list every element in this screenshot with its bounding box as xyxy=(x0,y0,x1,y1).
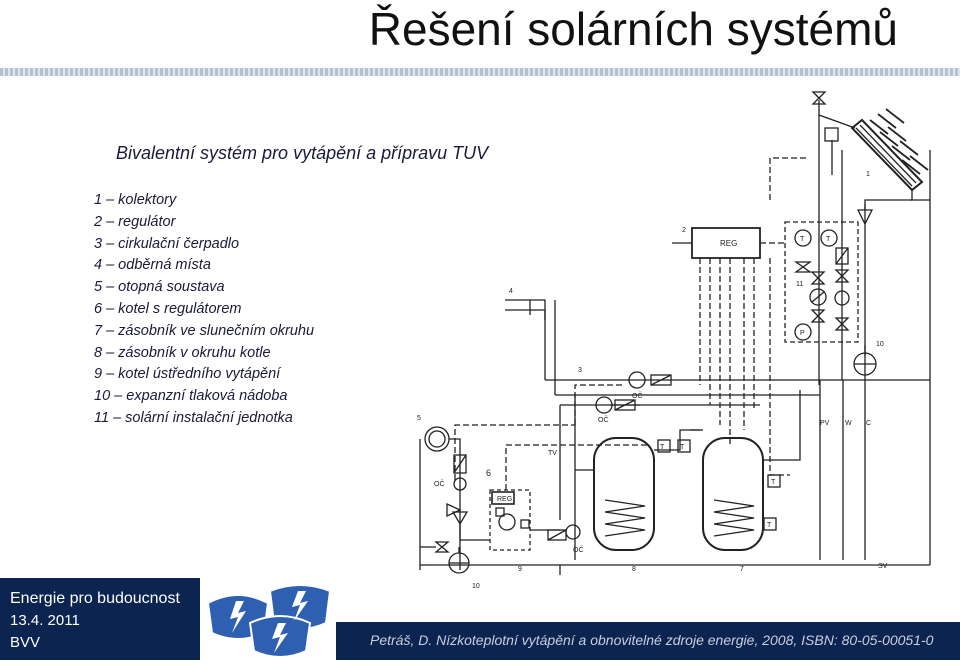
solar-system-schematic: REG REG T T P T T T T OČ OČ OČ OČ TV PV … xyxy=(417,91,931,590)
circulation-pump-icon xyxy=(628,371,646,389)
component-number: 9 xyxy=(518,566,522,573)
pipe-label-pv: PV xyxy=(820,420,830,427)
solar-installation-unit xyxy=(784,221,859,343)
slide-subtitle: Bivalentní systém pro vytápění a příprav… xyxy=(116,143,489,163)
valve-label: OČ xyxy=(632,391,643,400)
footer-event: Energie pro budoucnost xyxy=(10,590,180,607)
component-legend: 1 – kolektory 2 – regulátor 3 – cirkulač… xyxy=(94,190,314,430)
solar-collector xyxy=(850,118,924,192)
sensor-label: T xyxy=(826,236,831,243)
storage-tank-solar-circuit xyxy=(702,437,764,551)
valve-label: OČ xyxy=(598,415,609,424)
footer-citation: Petráš, D. Nízkoteplotní vytápění a obno… xyxy=(370,632,934,648)
legend-item: 11 – solární instalační jednotka xyxy=(94,409,293,426)
boiler-regulator xyxy=(491,491,515,505)
reg-main-label: REG xyxy=(720,239,737,248)
sensor-label: T xyxy=(771,479,776,486)
component-number: 5 xyxy=(417,415,421,422)
reg-boiler-label: REG xyxy=(497,496,512,503)
sensor-label: T xyxy=(800,236,805,243)
slide-footer: Energie pro budoucnost 13.4. 2011 BVV Pe… xyxy=(0,578,960,660)
sensor-label: T xyxy=(767,522,772,529)
title-divider xyxy=(0,68,960,76)
valve-label: OČ xyxy=(434,479,445,488)
component-number: 3 xyxy=(578,367,582,374)
slide-title: Řešení solárních systémů xyxy=(368,3,898,55)
legend-item: 7 – zásobník ve slunečním okruhu xyxy=(94,322,315,339)
component-number: 4 xyxy=(509,288,513,295)
legend-item: 1 – kolektory xyxy=(94,192,177,208)
legend-item: 2 – regulátor xyxy=(94,213,176,230)
sensor-label: T xyxy=(680,444,685,451)
legend-item: 4 – odběrná místa xyxy=(94,257,211,274)
sun-rays-icon xyxy=(869,108,929,175)
pipe-label-c: C xyxy=(866,420,871,427)
component-number: 6 xyxy=(486,468,491,478)
legend-item: 3 – cirkulační čerpadlo xyxy=(94,235,240,252)
component-number: 7 xyxy=(740,566,744,573)
legend-item: 6 – kotel s regulátorem xyxy=(94,300,242,317)
component-number: 10 xyxy=(876,341,884,348)
footer-venue: BVV xyxy=(10,634,41,651)
storage-tank-boiler-circuit xyxy=(593,437,655,551)
legend-item: 9 – kotel ústředního vytápění xyxy=(94,366,281,383)
pipe-label-sv: SV xyxy=(878,563,888,570)
footer-info-panel: Energie pro budoucnost 13.4. 2011 BVV xyxy=(0,578,200,660)
footer-citation-bar: Petráš, D. Nízkoteplotní vytápění a obno… xyxy=(336,622,960,660)
component-number: 2 xyxy=(682,227,686,234)
component-number: 11 xyxy=(796,281,803,288)
valve-label: OČ xyxy=(573,545,584,554)
shield-lightning-icon xyxy=(206,584,332,658)
footer-date: 13.4. 2011 xyxy=(10,612,80,629)
legend-item: 8 – zásobník v okruhu kotle xyxy=(94,344,271,361)
sensor-label: T xyxy=(660,444,665,451)
legend-item: 5 – otopná soustava xyxy=(94,279,225,296)
component-number: 8 xyxy=(632,566,636,573)
pipe-label-tv: TV xyxy=(548,450,557,457)
pressure-label: P xyxy=(800,330,805,337)
component-number: 1 xyxy=(866,171,870,178)
legend-item: 10 – expanzní tlaková nádoba xyxy=(94,388,288,405)
pipe-label-w: W xyxy=(845,420,852,427)
footer-logos xyxy=(200,583,336,660)
component-number: 10 xyxy=(472,583,480,590)
